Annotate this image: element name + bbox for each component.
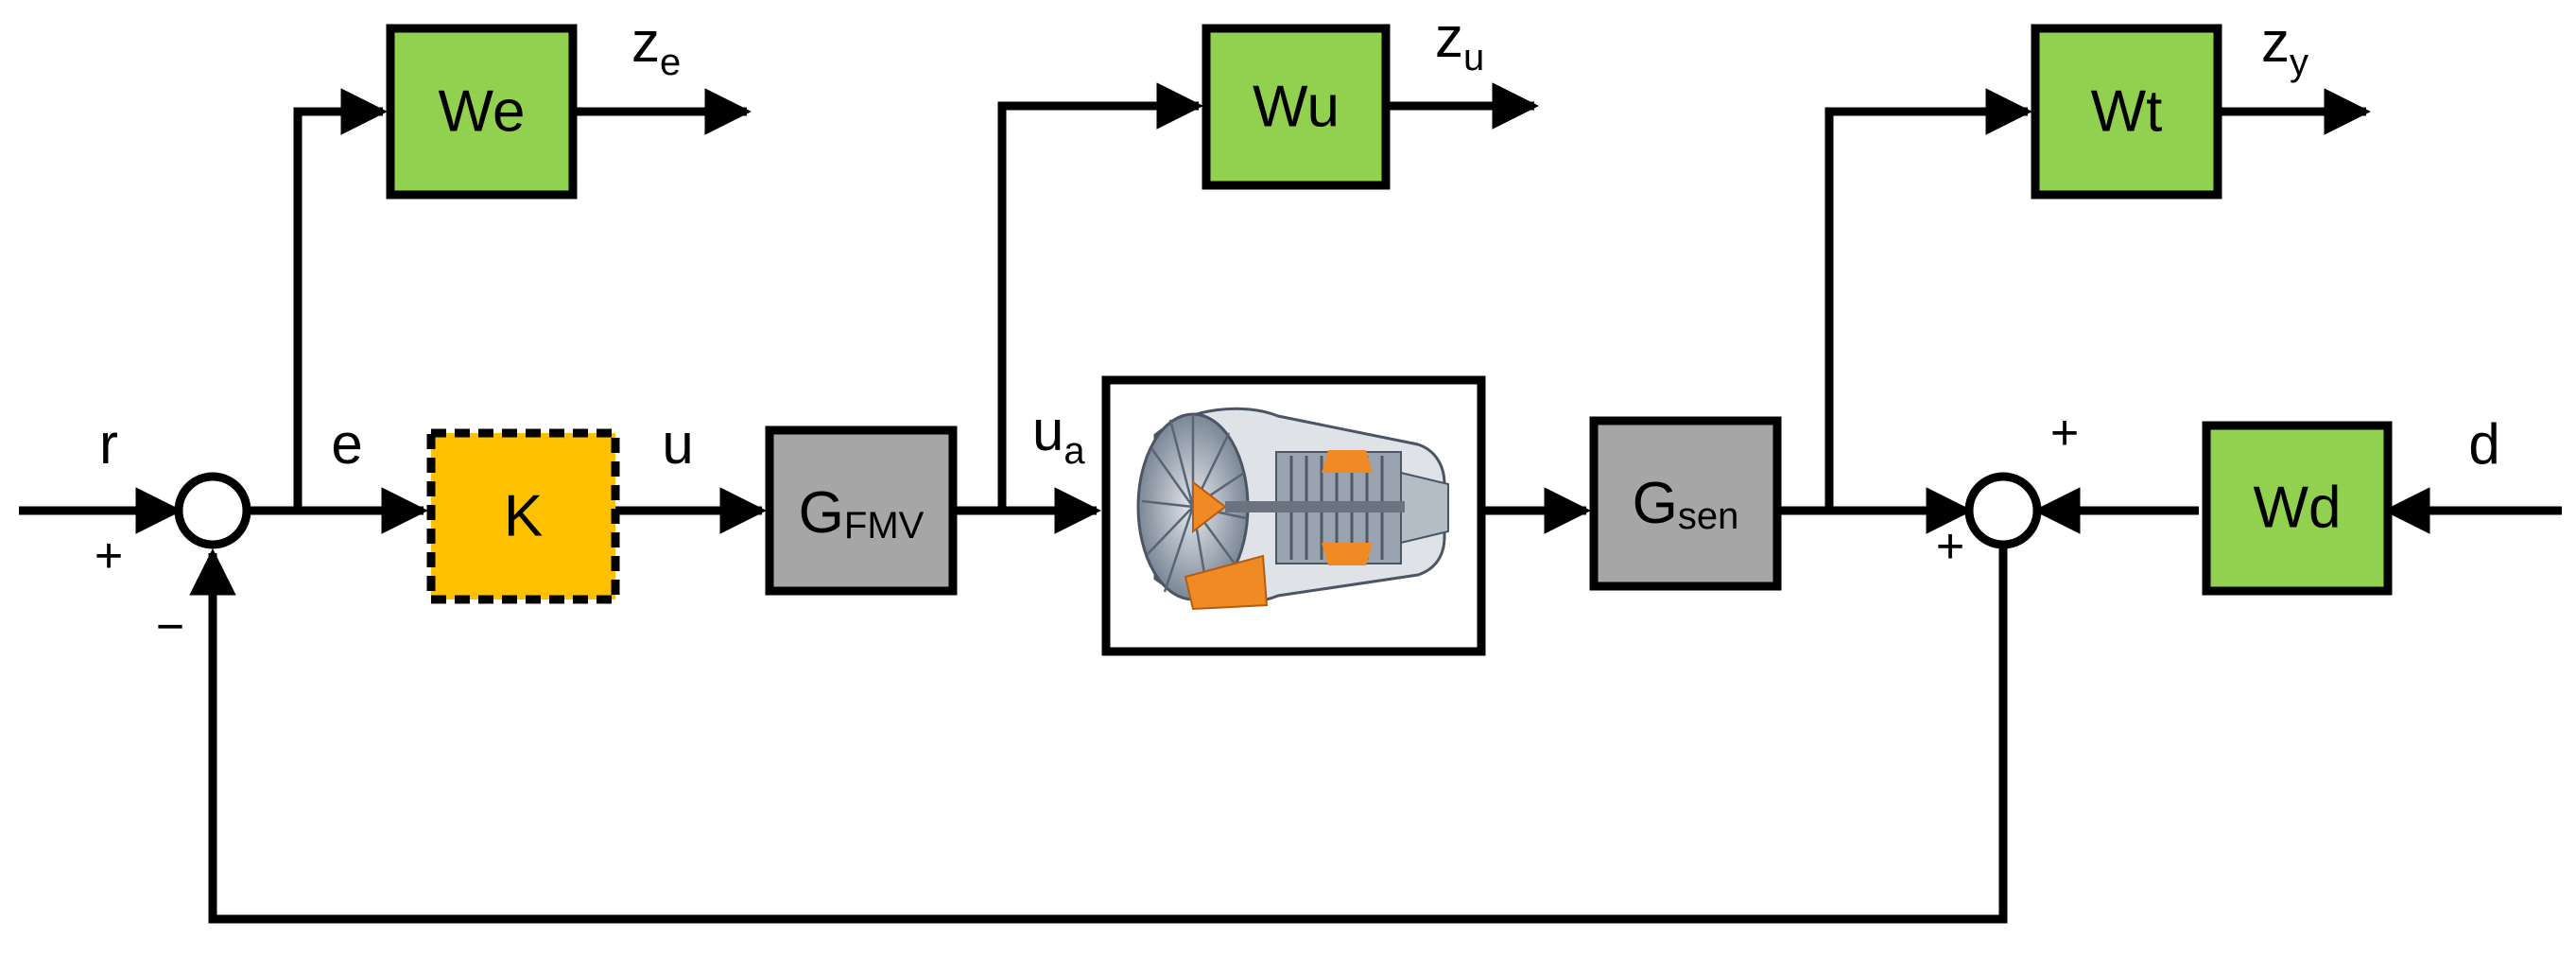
block-wd-label: Wd (2254, 476, 2342, 541)
signal-label-u: u (662, 412, 693, 476)
block-we: We (386, 24, 578, 200)
jet-engine-icon (1136, 407, 1449, 611)
summing-junction-1 (174, 472, 251, 549)
wire-e-to-we (293, 88, 388, 511)
signal-label-e: e (331, 412, 362, 476)
block-wt: Wt (2031, 24, 2222, 200)
block-g-fmv: GFMV (765, 425, 958, 596)
signal-wires (19, 82, 2562, 924)
sum1-plus-sign: + (95, 529, 123, 583)
wire-y-to-wt (1824, 88, 2032, 511)
block-k-controller: K (426, 428, 620, 604)
block-g-sen: Gsen (1589, 416, 1782, 591)
sum2-plus-sign-left: + (1936, 519, 1964, 574)
signal-label-d: d (2468, 412, 2499, 476)
block-wu-label: Wu (1253, 75, 1340, 140)
sum2-plus-sign-top: + (2050, 406, 2079, 460)
block-wd: Wd (2202, 421, 2393, 596)
block-g-sen-label: Gsen (1633, 471, 1739, 538)
sum1-minus-sign: − (156, 599, 184, 654)
signal-label-ze: ze (631, 10, 681, 83)
block-g-fmv-label: GFMV (799, 480, 925, 547)
block-plant-engine (1101, 375, 1486, 656)
summing-junction-2 (1964, 472, 2042, 549)
signal-label-ua: ua (1032, 399, 1085, 472)
block-k-label: K (504, 484, 543, 549)
signal-label-r: r (99, 412, 118, 476)
block-we-label: We (439, 79, 526, 145)
block-wu: Wu (1202, 24, 1391, 190)
wire-ua-to-wu (997, 82, 1203, 511)
signal-label-zu: zu (1435, 6, 1484, 78)
block-wt-label: Wt (2091, 79, 2163, 145)
wire-feedback (189, 545, 2008, 924)
signal-label-zy: zy (2261, 10, 2308, 83)
